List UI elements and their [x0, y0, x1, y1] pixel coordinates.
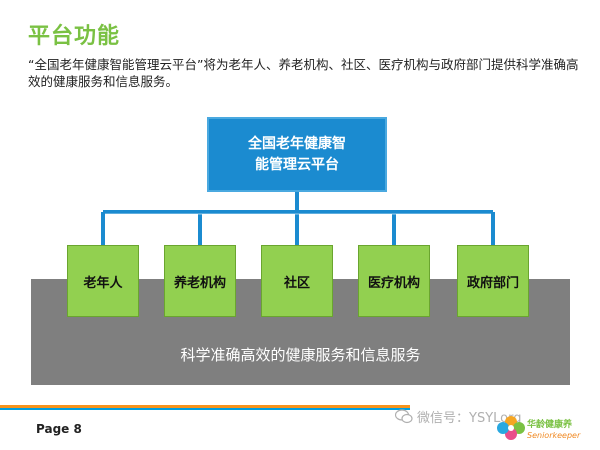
watermark-text: 微信号：YSYLorg	[417, 411, 522, 426]
footer-rule-orange	[0, 405, 410, 408]
wechat-watermark: 微信号：YSYLorg	[395, 407, 521, 426]
footer-rule-blue	[0, 408, 410, 410]
wechat-icon	[395, 409, 413, 424]
intro-paragraph: “全国老年健康智能管理云平台”将为老年人、养老机构、社区、医疗机构与政府部门提供…	[28, 57, 579, 89]
node-elderly: 老年人	[67, 245, 139, 317]
node-community: 社区	[261, 245, 333, 317]
node-care-institution: 养老机构	[164, 245, 236, 317]
platform-label: 科学准确高效的健康服务和信息服务	[180, 346, 421, 364]
node-government: 政府部门	[457, 245, 529, 317]
root-platform-box: 全国老年健康智能管理云平台	[207, 117, 387, 192]
slide-title: 平台功能	[28, 24, 121, 49]
svg-text:Seniorkeeper: Seniorkeeper	[527, 431, 581, 440]
node-medical-institution: 医疗机构	[358, 245, 430, 317]
root-platform-label: 全国老年健康智能管理云平台	[248, 135, 346, 173]
svg-text:华龄健康养: 华龄健康养	[527, 418, 572, 430]
seniorkeeper-logo: 华龄健康养 Seniorkeeper	[497, 416, 581, 440]
page-number: Page 8	[36, 422, 82, 436]
